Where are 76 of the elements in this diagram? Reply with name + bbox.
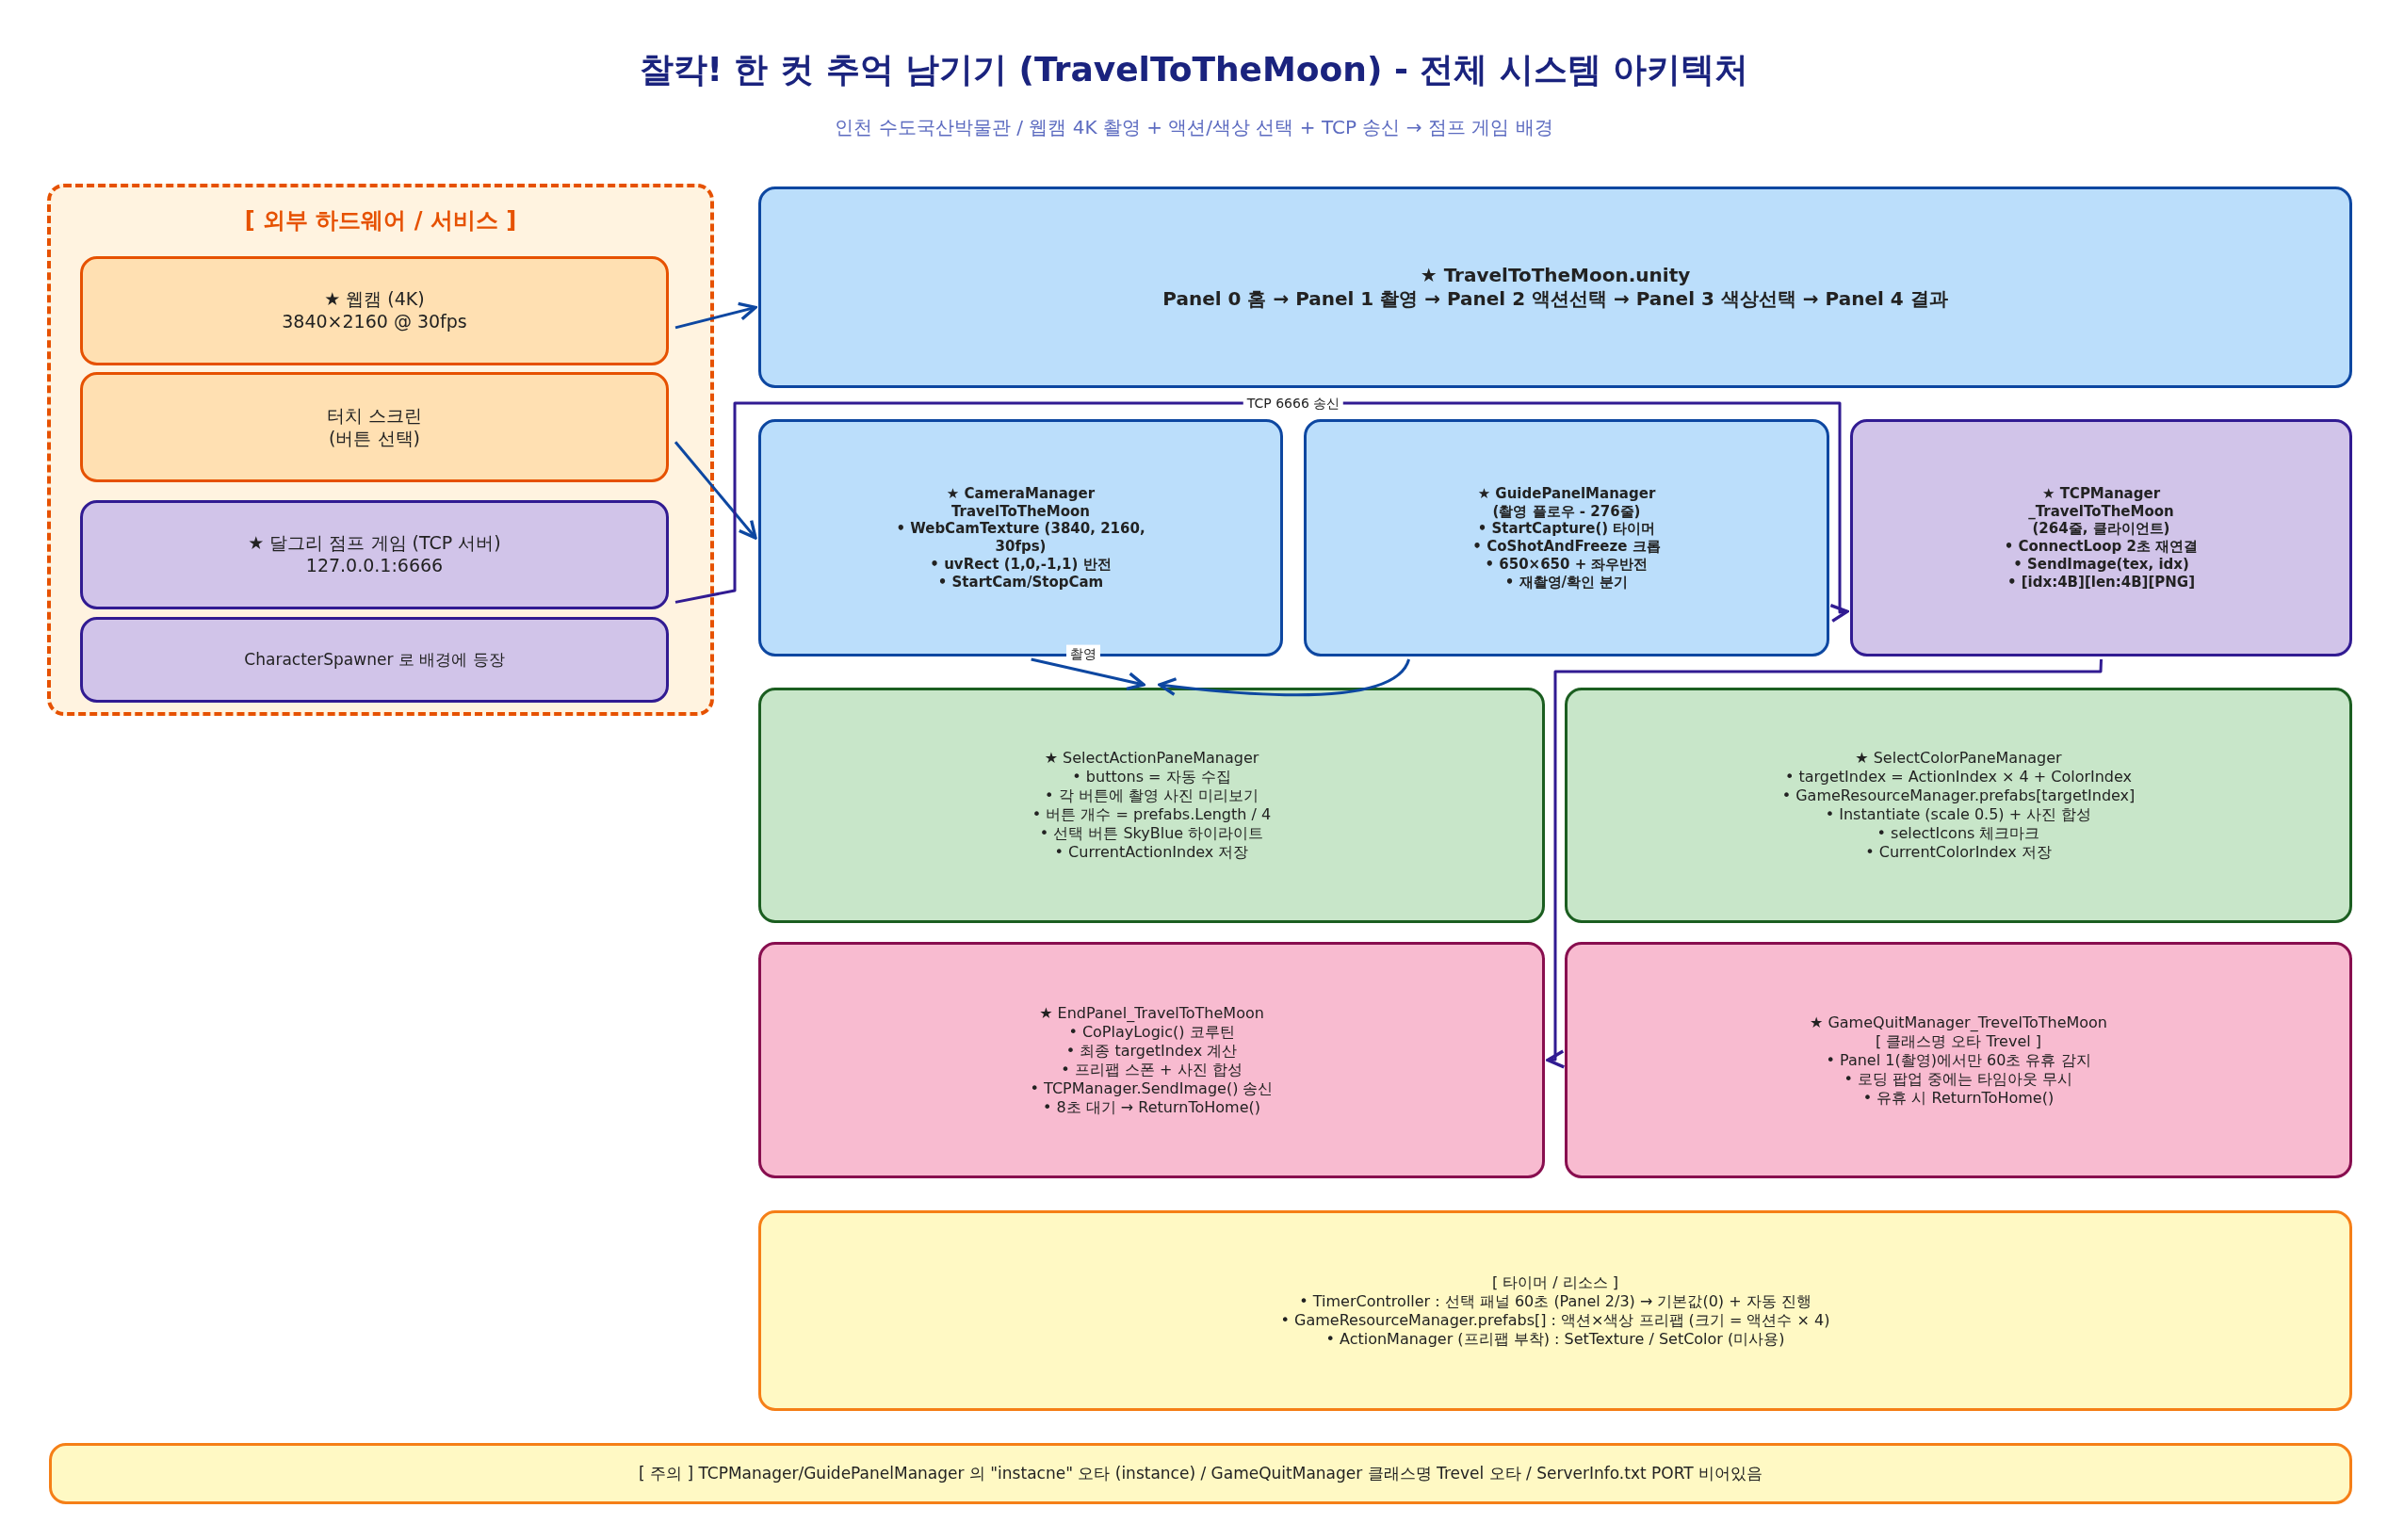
box-heading: ★ SelectColorPaneManager	[1855, 749, 2062, 768]
box-text: • StartCam/StopCam	[937, 573, 1104, 592]
edge-label: 촬영	[1066, 644, 1100, 663]
box-text: • Panel 1(촬영)에서만 60초 유휴 감지	[1826, 1050, 2091, 1070]
component-box	[758, 688, 1545, 923]
component-box	[1565, 688, 2352, 923]
box-text: • targetIndex = ActionIndex × 4 + ColorIndex	[1784, 768, 2133, 786]
box-text: • [idx:4B][len:4B][PNG]	[2006, 573, 2196, 592]
box-text: • 각 버튼에 촬영 사진 미리보기	[1045, 786, 1259, 805]
box-text: [ 클래스명 오타 Trevel ]	[1875, 1031, 2042, 1051]
box-heading: ★ 웹캠 (4K)	[324, 288, 425, 311]
box-text: (264줄, 클라이언트)	[2032, 520, 2170, 538]
box-heading: ★ TravelToTheMoon.unity	[1420, 264, 1691, 287]
box-text: (촬영 플로우 - 276줄)	[1492, 502, 1641, 521]
box-text: • 최종 targetIndex 계산	[1065, 1041, 1238, 1061]
arrow	[1546, 658, 2103, 1069]
box-text: • 버튼 개수 = prefabs.Length / 4	[1032, 805, 1272, 824]
note-box	[49, 1443, 2352, 1504]
box-text: • selectIcons 체크마크	[1876, 824, 2040, 843]
box-text: • CoPlayLogic() 코루틴	[1068, 1022, 1235, 1042]
hardware-box	[80, 256, 669, 365]
box-text: • CoShotAndFreeze 크롭	[1472, 538, 1661, 556]
component-box	[1850, 419, 2352, 657]
box-text: • 유휴 시 ReturnToHome()	[1862, 1088, 2055, 1108]
service-box	[80, 617, 669, 703]
box-text: • ActionManager (프리팹 부착) : SetTexture / SetColor (미사용)	[1325, 1329, 1785, 1349]
box-text: • TCPManager.SendImage() 송신	[1030, 1078, 1274, 1098]
group-container	[47, 184, 714, 716]
subtitle: 인천 수도국산박물관 / 웹캠 4K 촬영 + 액션/색상 선택 + TCP 송신 → 점프 게임 배경	[834, 115, 1554, 140]
box-heading: ★ SelectActionPaneManager	[1044, 749, 1259, 768]
box-text: • CurrentActionIndex 저장	[1054, 843, 1249, 862]
box-text: • WebCamTexture (3840, 2160, 30fps)	[895, 520, 1146, 556]
box-text: • buttons = 자동 수집	[1072, 768, 1231, 786]
box-text: • GameResourceManager.prefabs[targetIndex]	[1781, 786, 2136, 805]
box-text: • 재촬영/확인 분기	[1504, 573, 1629, 592]
group-heading: [ 외부 하드웨어 / 서비스 ]	[244, 206, 517, 235]
box-text: Panel 0 홈 → Panel 1 촬영 → Panel 2 액션선택 → Panel 3 색상선택 → Panel 4 결과	[1162, 287, 1948, 311]
box-text: • TimerController : 선택 패널 60초 (Panel 2/3) → 기본값(0) + 자동 진행	[1299, 1291, 1811, 1311]
box-text: • Instantiate (scale 0.5) + 사진 합성	[1825, 805, 2092, 824]
component-box	[758, 942, 1545, 1178]
hardware-box	[80, 372, 669, 482]
box-heading: CharacterSpawner 로 배경에 등장	[244, 649, 505, 671]
arrow	[1158, 658, 1410, 697]
box-heading: ★ GuidePanelManager	[1477, 484, 1656, 503]
box-text: • uvRect (1,0,-1,1) 반전	[930, 555, 1112, 574]
box-text: • SendImage(tex, idx)	[2013, 555, 2189, 574]
box-heading: [ 주의 ] TCPManager/GuidePanelManager 의 "instacne" 오타 (instance) / GameQuitManager 클래스명 Trevel 오타 / ServerInfo.txt PORT 비어있음	[638, 1463, 1763, 1484]
box-text: • 650×650 + 좌우반전	[1485, 555, 1649, 574]
box-text: • 선택 버튼 SkyBlue 하이라이트	[1039, 824, 1264, 843]
box-heading: 터치 스크린	[326, 404, 422, 428]
box-text: • 로딩 팝업 중에는 타임아웃 무시	[1844, 1069, 2073, 1089]
arrow	[674, 301, 757, 330]
box-heading: ★ GameQuitManager_TrevelToTheMoon	[1810, 1013, 2107, 1032]
box-heading: ★ 달그리 점프 게임 (TCP 서버)	[248, 532, 501, 555]
box-text: • GameResourceManager.prefabs[] : 액션×색상 프리팹 (크기 = 액션수 × 4)	[1280, 1310, 1830, 1330]
box-text: (버튼 선택)	[329, 427, 420, 450]
box-heading: ★ EndPanel_TravelToTheMoon	[1039, 1003, 1264, 1023]
box-text: 3840×2160 @ 30fps	[282, 311, 467, 333]
component-box	[1304, 419, 1829, 657]
box-heading: ★ CameraManager TravelToTheMoon	[945, 484, 1097, 521]
arrow	[1031, 657, 1145, 691]
box-text: 127.0.0.1:6666	[305, 555, 444, 577]
arrow	[674, 441, 757, 540]
arrow	[674, 401, 1849, 623]
box-heading: [ 타이머 / 리소스 ]	[1491, 1273, 1619, 1292]
title: 찰칵! 한 컷 추억 남기기 (TravelToTheMoon) - 전체 시스템 아키텍처	[638, 49, 1750, 90]
scene-box	[758, 186, 2352, 388]
box-text: • 8초 대기 → ReturnToHome()	[1042, 1097, 1260, 1117]
component-box	[1565, 942, 2352, 1178]
box-text: • 프리팹 스폰 + 사진 합성	[1061, 1060, 1243, 1079]
resource-box	[758, 1210, 2352, 1411]
box-text: • StartCapture() 타이머	[1477, 520, 1656, 538]
box-text: • ConnectLoop 2초 재연결	[2004, 538, 2199, 556]
box-text: • CurrentColorIndex 저장	[1865, 843, 2052, 862]
service-box	[80, 500, 669, 609]
box-heading: ★ TCPManager _TravelToTheMoon	[2027, 484, 2175, 521]
